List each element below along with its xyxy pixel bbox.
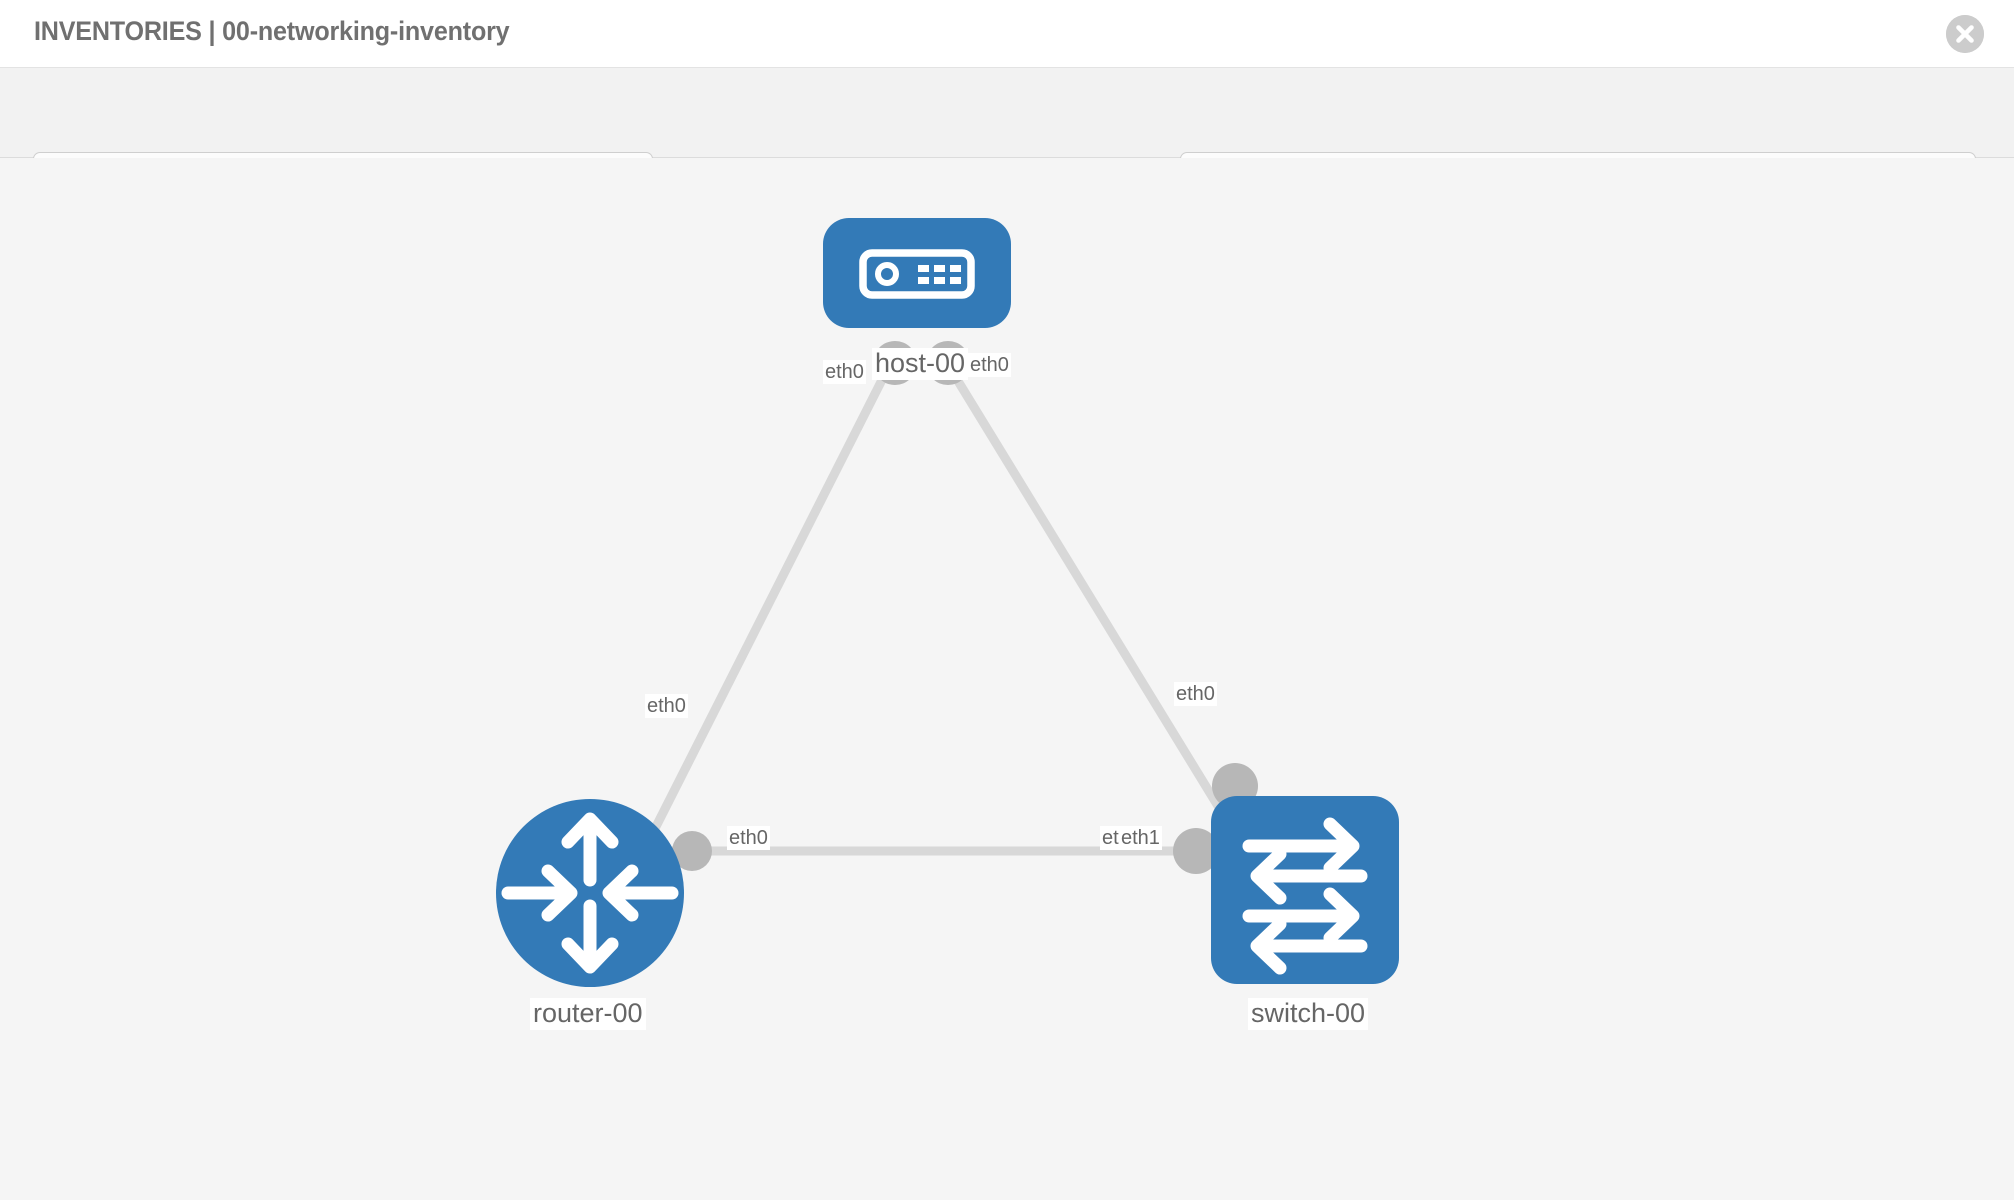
link-host-switch bbox=[946, 365, 1266, 881]
node-label-switch-00: switch-00 bbox=[1248, 998, 1369, 1030]
connector-switch-left bbox=[1173, 828, 1219, 874]
topology-links bbox=[625, 365, 1266, 881]
interface-label-router-up: eth0 bbox=[645, 694, 688, 718]
interface-label-host-right: eth0 bbox=[968, 353, 1011, 377]
close-icon[interactable] bbox=[1946, 15, 1984, 53]
node-router-00 bbox=[496, 799, 684, 987]
interface-connectors bbox=[672, 341, 1258, 874]
node-label-router-00: router-00 bbox=[530, 998, 646, 1030]
toolbar: ACTIONS SEARCH bbox=[0, 68, 2014, 207]
interface-label-host-left: eth0 bbox=[823, 360, 866, 384]
page-title: INVENTORIES | 00-networking-inventory bbox=[34, 16, 510, 46]
node-host-00 bbox=[823, 218, 1011, 328]
interface-label-switch-left: eth1 bbox=[1119, 826, 1162, 850]
interface-label-switch-up: eth0 bbox=[1174, 682, 1217, 706]
node-label-host-00: host-00 bbox=[872, 348, 969, 380]
page-header: INVENTORIES | 00-networking-inventory bbox=[0, 0, 2014, 68]
interface-label-router-right: eth0 bbox=[727, 826, 770, 850]
link-host-router bbox=[625, 365, 893, 881]
node-switch-00 bbox=[1211, 796, 1399, 984]
connector-router-right bbox=[672, 831, 712, 871]
topology-canvas[interactable]: host-00 router-00 switch-00 eth0 eth0 et… bbox=[0, 158, 2014, 1200]
topology-graph bbox=[496, 218, 1399, 987]
